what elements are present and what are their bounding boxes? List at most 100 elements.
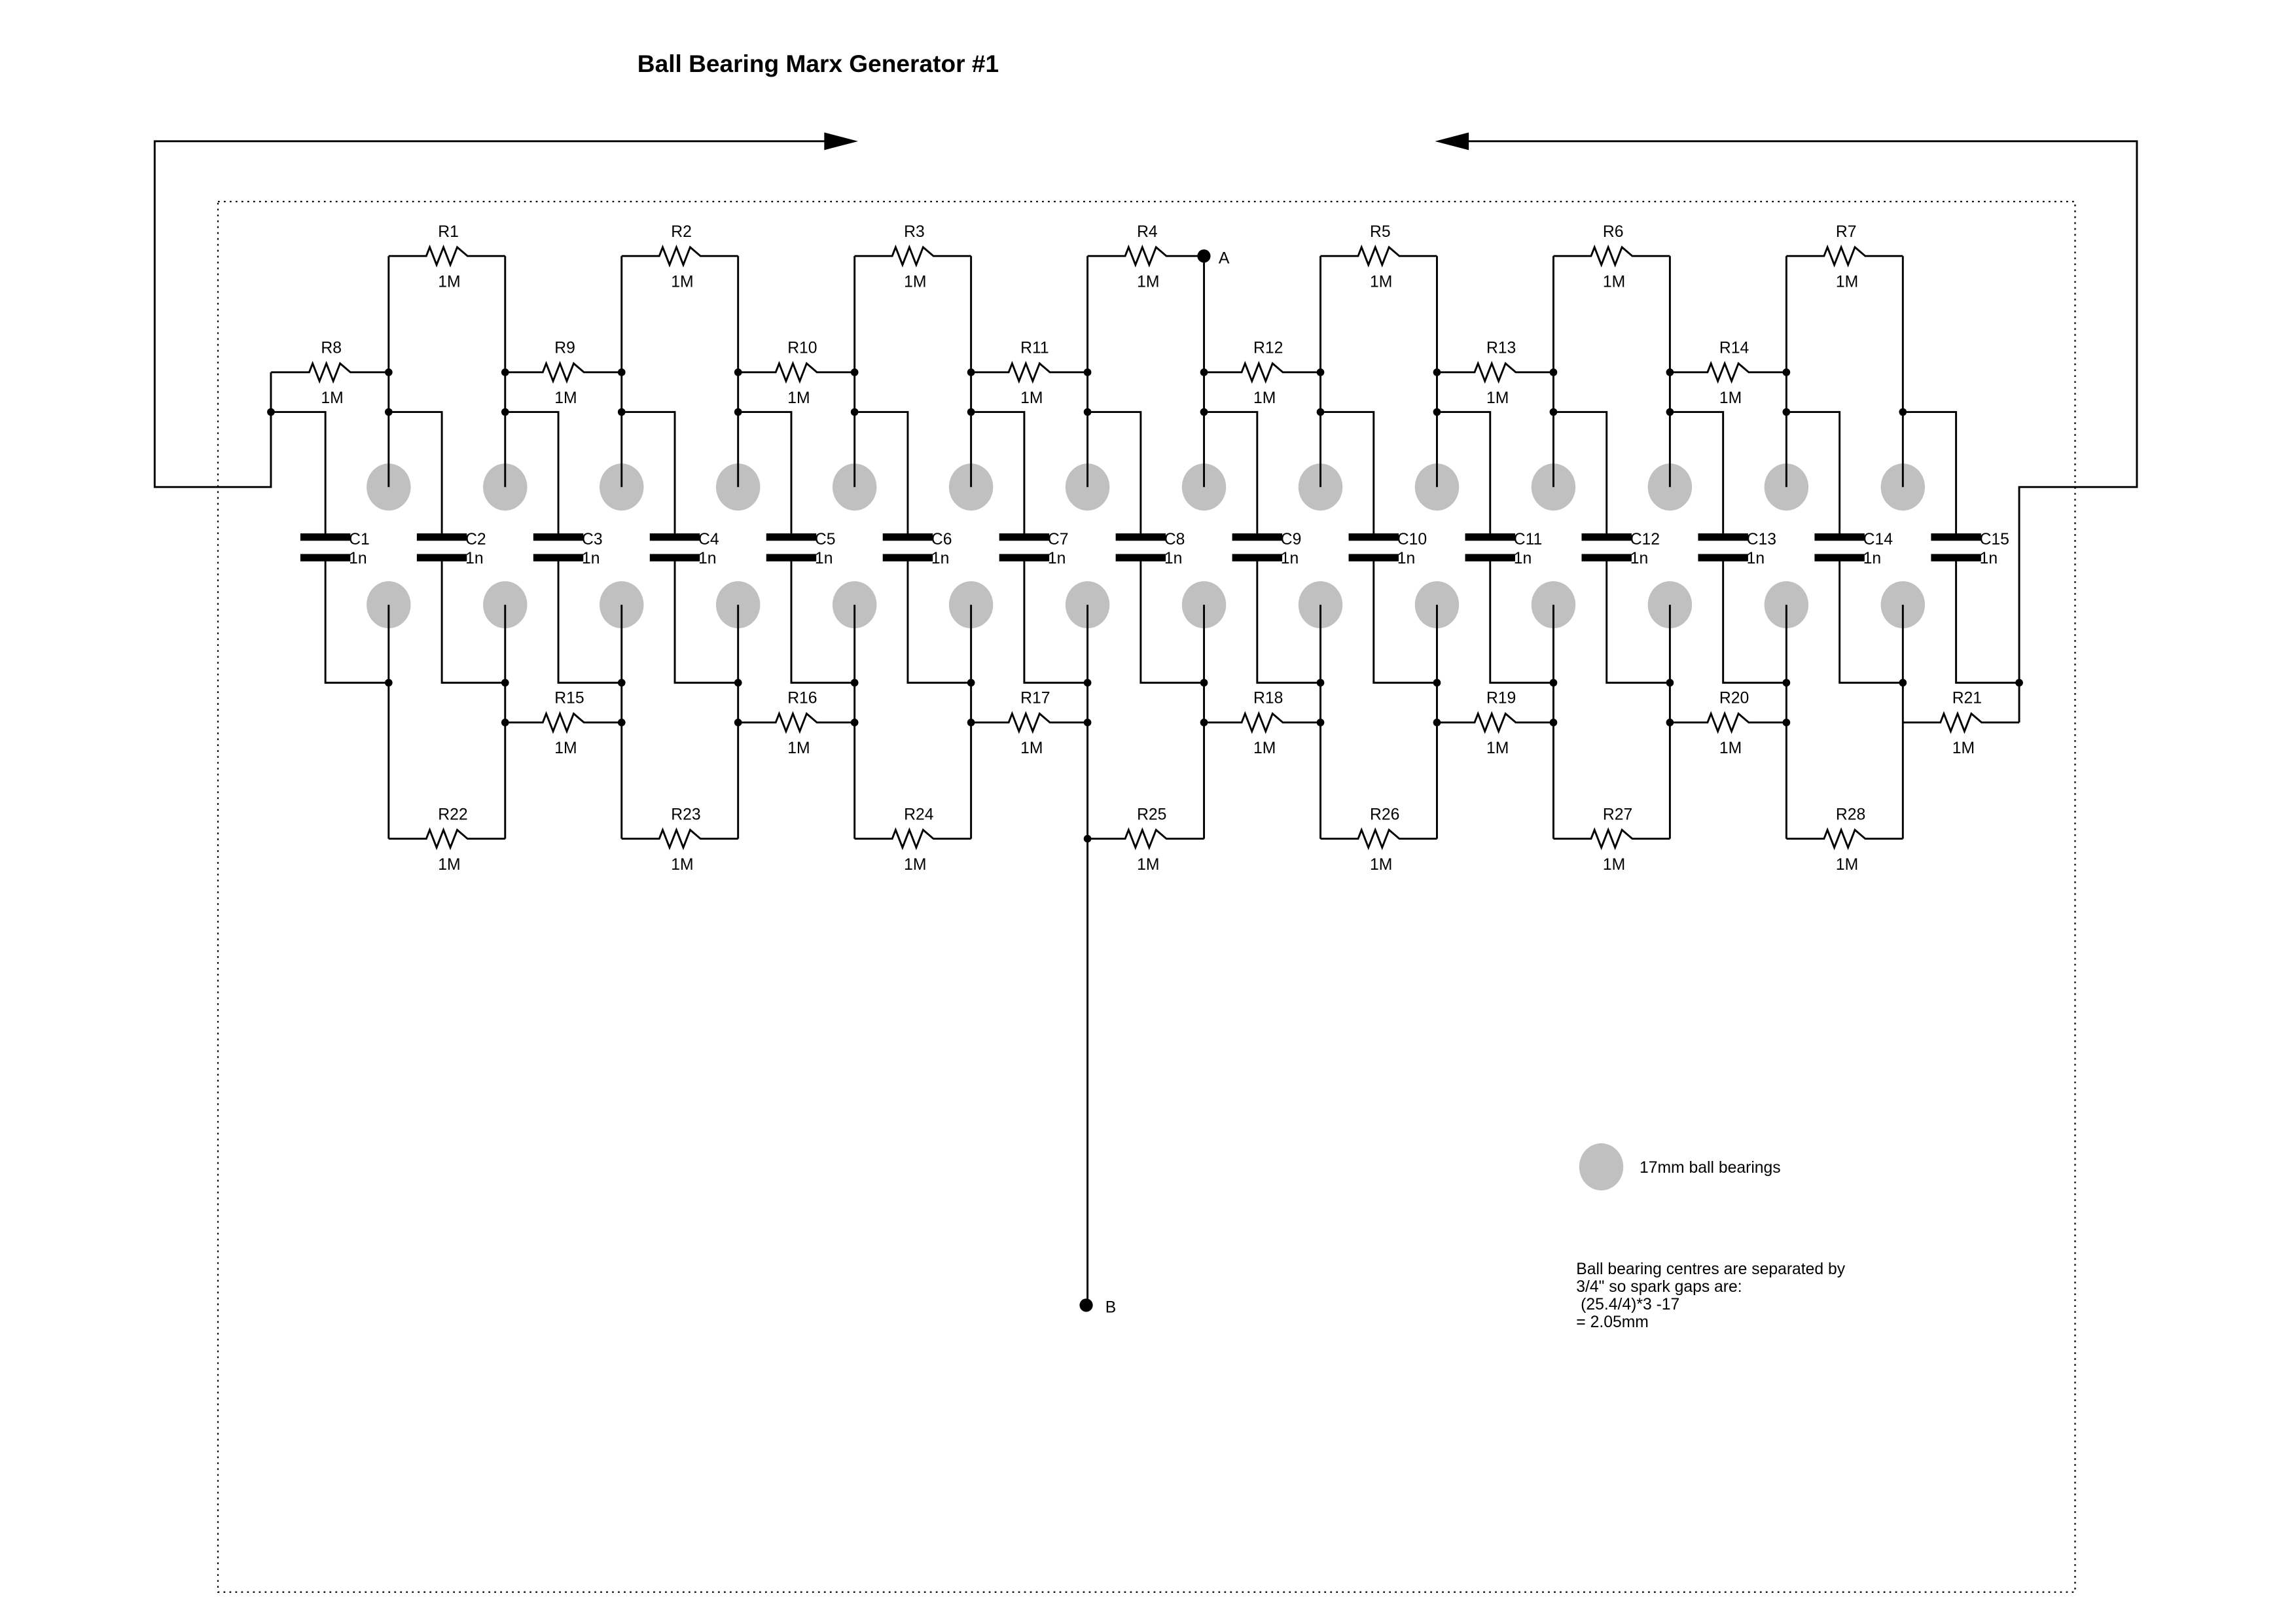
capacitor-plate bbox=[999, 533, 1050, 541]
resistor-name: R20 bbox=[1719, 690, 1749, 707]
junction-dot bbox=[1782, 679, 1791, 687]
resistor-symbol bbox=[388, 827, 505, 851]
wire bbox=[906, 558, 971, 684]
resistor-r20: R20 1M bbox=[1670, 690, 1787, 757]
junction-dot bbox=[850, 679, 859, 687]
resistor-value: 1M bbox=[1253, 740, 1276, 757]
resistor-symbol bbox=[1204, 361, 1321, 384]
junction-dot bbox=[1083, 834, 1092, 843]
resistor-r23: R23 1M bbox=[621, 806, 738, 874]
junction-dot bbox=[734, 408, 742, 416]
wire bbox=[738, 411, 793, 537]
capacitor-name: C1 bbox=[349, 531, 370, 548]
wire bbox=[621, 411, 676, 537]
junction-dot bbox=[1899, 679, 1907, 687]
wire bbox=[1204, 411, 1259, 537]
resistor-symbol bbox=[971, 711, 1088, 734]
note-line: 3/4" so spark gaps are: bbox=[1576, 1278, 1742, 1296]
resistor-name: R6 bbox=[1603, 223, 1624, 241]
resistor-symbol bbox=[738, 711, 855, 734]
junction-dot bbox=[1197, 249, 1211, 263]
capacitor-plate bbox=[416, 533, 467, 541]
capacitor-plate bbox=[300, 554, 351, 562]
resistor-value: 1M bbox=[1719, 389, 1742, 407]
resistor-name: R1 bbox=[438, 223, 459, 241]
resistor-r28: R28 1M bbox=[1786, 806, 1903, 874]
junction-dot bbox=[850, 368, 859, 376]
resistor-name: R16 bbox=[787, 690, 817, 707]
junction-dot bbox=[1083, 679, 1092, 687]
capacitor-value: 1n bbox=[931, 550, 950, 567]
resistor-value: 1M bbox=[1486, 740, 1509, 757]
wire bbox=[1670, 411, 1725, 537]
resistor-symbol bbox=[505, 361, 622, 384]
capacitor-name: C10 bbox=[1397, 531, 1427, 548]
resistor-value: 1M bbox=[1137, 273, 1159, 291]
resistor-name: R24 bbox=[904, 806, 934, 823]
resistor-name: R27 bbox=[1603, 806, 1632, 823]
resistor-value: 1M bbox=[1836, 856, 1858, 874]
resistor-value: 1M bbox=[554, 389, 577, 407]
junction-dot bbox=[1200, 679, 1208, 687]
arrow-left-icon bbox=[1435, 132, 1469, 151]
resistor-name: R10 bbox=[787, 340, 817, 357]
resistor-name: R17 bbox=[1020, 690, 1050, 707]
resistor-value: 1M bbox=[438, 273, 460, 291]
capacitor-value: 1n bbox=[1747, 550, 1765, 567]
junction-dot bbox=[1083, 368, 1092, 376]
resistor-value: 1M bbox=[1137, 856, 1159, 874]
resistor-value: 1M bbox=[1370, 273, 1392, 291]
capacitor-name: C6 bbox=[931, 531, 952, 548]
junction-dot bbox=[1316, 408, 1325, 416]
capacitor-plate bbox=[1814, 554, 1865, 562]
resistor-symbol bbox=[1437, 711, 1554, 734]
resistor-symbol bbox=[388, 244, 505, 268]
resistor-symbol bbox=[854, 244, 971, 268]
resistor-name: R28 bbox=[1836, 806, 1865, 823]
junction-dot bbox=[967, 719, 975, 726]
junction-dot bbox=[1433, 368, 1441, 376]
resistor-name: R15 bbox=[554, 690, 584, 707]
capacitor-plate bbox=[1465, 533, 1515, 541]
capacitor-plate bbox=[1581, 533, 1632, 541]
note-line: (25.4/4)*3 -17 bbox=[1576, 1296, 1679, 1313]
resistor-value: 1M bbox=[787, 389, 810, 407]
wire bbox=[1786, 411, 1841, 537]
resistor-value: 1M bbox=[1952, 740, 1975, 757]
wire bbox=[557, 558, 622, 684]
resistor-value: 1M bbox=[671, 273, 693, 291]
resistor-symbol bbox=[1553, 244, 1670, 268]
resistor-name: R26 bbox=[1370, 806, 1399, 823]
junction-dot bbox=[1666, 719, 1674, 726]
capacitor-value: 1n bbox=[698, 550, 716, 567]
resistor-value: 1M bbox=[671, 856, 693, 874]
wire bbox=[1372, 558, 1437, 684]
wire bbox=[153, 140, 832, 488]
junction-dot bbox=[734, 679, 742, 687]
resistor-value: 1M bbox=[1719, 740, 1742, 757]
junction-dot bbox=[1433, 719, 1441, 726]
wire bbox=[790, 558, 855, 684]
capacitor-plate bbox=[533, 533, 584, 541]
resistor-symbol bbox=[1437, 361, 1554, 384]
capacitor-plate bbox=[649, 554, 700, 562]
capacitor-plate bbox=[1931, 533, 1981, 541]
capacitor-plate bbox=[1698, 533, 1748, 541]
capacitor-name: C3 bbox=[582, 531, 603, 548]
wire bbox=[440, 558, 505, 684]
schematic-title: Ball Bearing Marx Generator #1 bbox=[637, 50, 999, 77]
resistor-symbol bbox=[1670, 711, 1787, 734]
junction-dot bbox=[501, 368, 509, 376]
resistor-name: R23 bbox=[671, 806, 700, 823]
capacitor-name: C4 bbox=[698, 531, 719, 548]
resistor-value: 1M bbox=[1486, 389, 1509, 407]
